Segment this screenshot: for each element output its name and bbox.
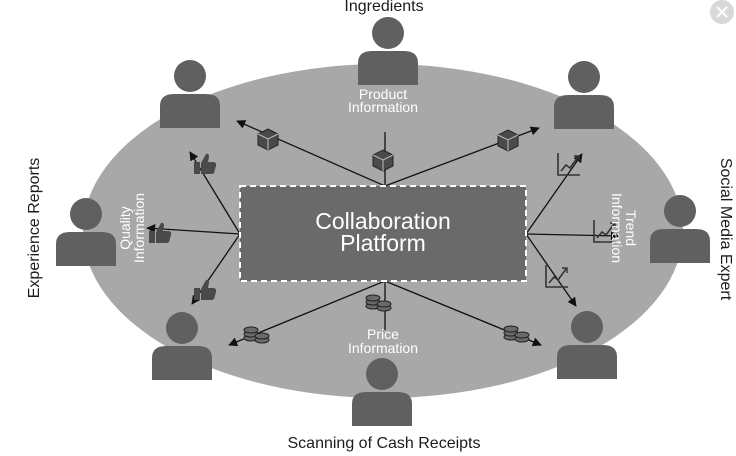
person-top-icon [358,17,418,85]
quality-info-label-line2: Information [131,193,147,263]
close-icon[interactable] [710,0,734,24]
price-info-label-line1: Price [367,326,399,342]
box-icon [257,128,279,151]
ingredients-label: Ingredients [344,0,423,15]
experience-reports-label: Experience Reports [26,158,43,299]
collaboration-platform-box [239,185,527,282]
product-info-label-line2: Information [348,99,418,115]
arrow-right [525,231,620,241]
price-info-label-line2: Information [348,340,418,356]
trend-info-label-line2: Information [609,193,625,263]
quality-info-label-line1: Quality [117,206,133,250]
platform-title-line1: Collaboration [315,208,451,234]
trend-info-label-line1: Trend [623,210,639,246]
box-icon [372,149,394,172]
box-icon [497,129,519,152]
arrow-right-up [525,153,583,235]
platform-title-line2: Platform [340,230,426,256]
person-top-left-icon [160,60,220,128]
person-top-right-icon [554,61,614,129]
social-media-expert-label: Social Media Expert [717,158,734,301]
product-info-label-line1: Product [359,86,407,102]
cash-receipts-label: Scanning of Cash Receipts [288,435,481,452]
arrow-right-down [525,233,577,307]
